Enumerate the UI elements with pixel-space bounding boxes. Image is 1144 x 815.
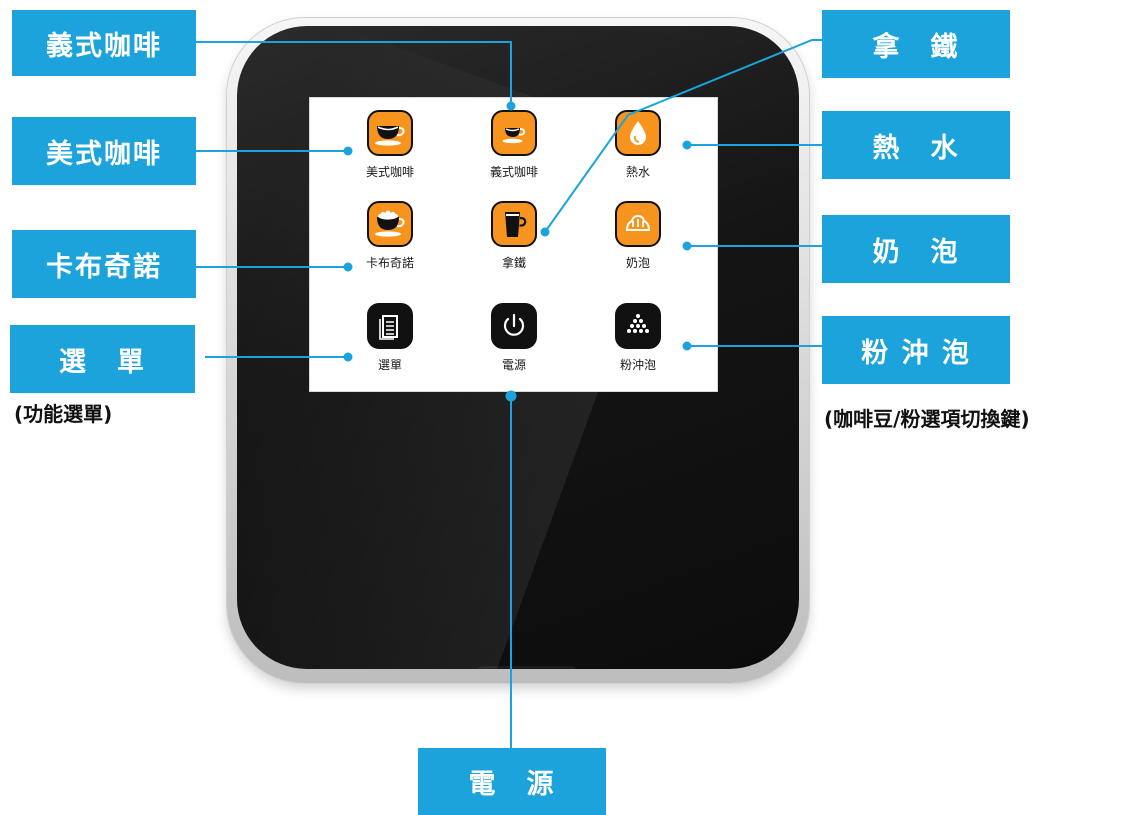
power-label: 電源 bbox=[501, 358, 526, 372]
hot-water-label: 熱水 bbox=[625, 165, 650, 179]
powder-brew-button[interactable]: 粉沖泡 bbox=[583, 303, 693, 383]
milk-foam-label: 奶泡 bbox=[625, 256, 650, 270]
menu-button[interactable]: 選單 bbox=[335, 303, 445, 383]
callout-cappuccino: 卡布奇諾 bbox=[12, 230, 196, 298]
water-drop-icon bbox=[615, 110, 661, 156]
milk-foam-icon bbox=[615, 201, 661, 247]
americano-button[interactable]: 美式咖啡 bbox=[335, 110, 445, 190]
menu-label: 選單 bbox=[377, 358, 402, 372]
cappuccino-button[interactable]: 卡布奇諾 bbox=[335, 201, 445, 281]
latte-button[interactable]: 拿鐵 bbox=[459, 201, 569, 281]
callout-menu: 選 單 bbox=[10, 325, 195, 393]
espresso-label: 義式咖啡 bbox=[489, 165, 538, 179]
espresso-button[interactable]: 義式咖啡 bbox=[459, 110, 569, 190]
power-button[interactable]: 電源 bbox=[459, 303, 569, 383]
callout-milk-foam: 奶 泡 bbox=[822, 215, 1010, 283]
callout-powder-note: (咖啡豆/粉選項切換鍵) bbox=[824, 407, 1030, 431]
cappuccino-cup-icon bbox=[367, 201, 413, 247]
cappuccino-label: 卡布奇諾 bbox=[365, 256, 414, 270]
espresso-cup-icon bbox=[491, 110, 537, 156]
callout-menu-note: (功能選單) bbox=[14, 402, 113, 426]
powder-brew-label: 粉沖泡 bbox=[619, 358, 656, 372]
callout-latte: 拿 鐵 bbox=[822, 10, 1010, 78]
hot-water-button[interactable]: 熱水 bbox=[583, 110, 693, 190]
callout-power: 電 源 bbox=[418, 748, 606, 815]
touch-panel: 美式咖啡 義式咖啡 熱水 bbox=[309, 97, 718, 392]
latte-label: 拿鐵 bbox=[501, 256, 526, 270]
ground-coffee-icon bbox=[615, 303, 661, 349]
callout-americano: 美式咖啡 bbox=[12, 117, 196, 185]
callout-hot-water: 熱 水 bbox=[822, 111, 1010, 179]
callout-powder-brew: 粉 沖 泡 bbox=[822, 316, 1010, 384]
americano-cup-icon bbox=[367, 110, 413, 156]
americano-label: 美式咖啡 bbox=[365, 165, 414, 179]
callout-espresso: 義式咖啡 bbox=[12, 10, 196, 76]
milk-foam-button[interactable]: 奶泡 bbox=[583, 201, 693, 281]
power-icon bbox=[491, 303, 537, 349]
menu-document-icon bbox=[367, 303, 413, 349]
latte-glass-icon bbox=[491, 201, 537, 247]
